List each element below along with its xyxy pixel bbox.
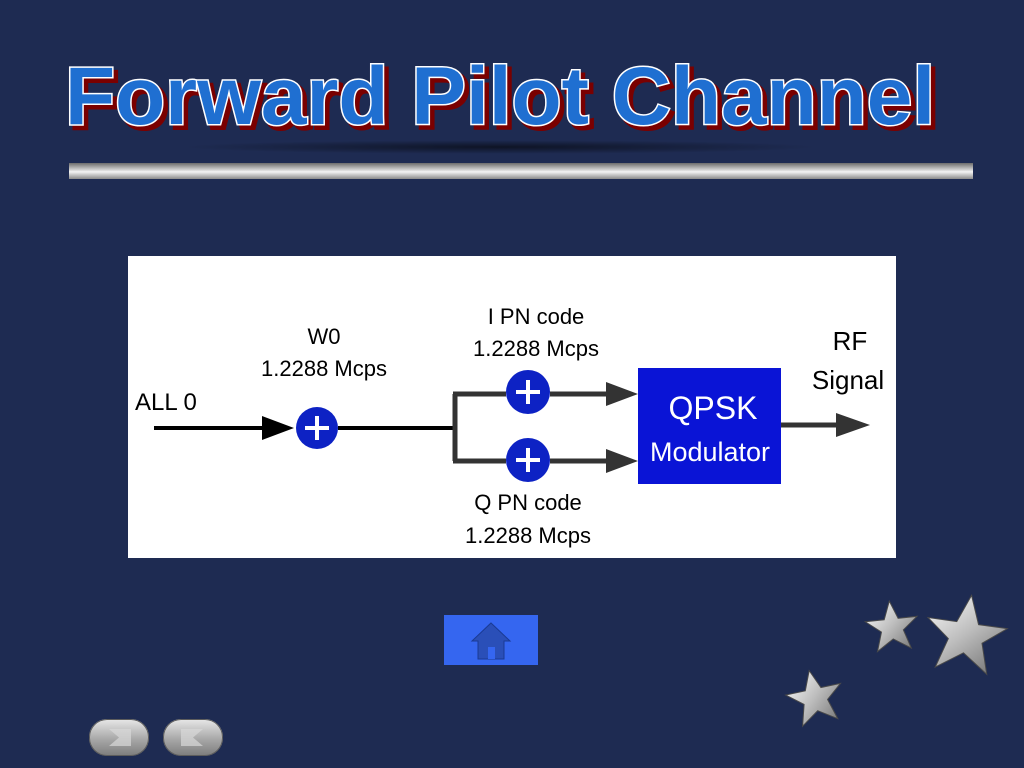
prev-icon [109, 729, 131, 746]
prev-slide-button[interactable] [89, 719, 149, 756]
output-arrowhead [836, 413, 870, 437]
slide-title-shadow: Forward Pilot Channel [69, 55, 939, 146]
qpsk-modulator-box [638, 368, 781, 484]
q-code-label: Q PN code [474, 490, 582, 515]
i-adder-icon [506, 370, 550, 414]
output-line2: Signal [812, 365, 884, 395]
walsh-code-label: W0 [308, 324, 341, 349]
input-arrowhead [262, 416, 294, 440]
q-adder-icon [506, 438, 550, 482]
title-rule-shadow [180, 140, 820, 154]
decorative-stars [770, 585, 1020, 735]
home-button[interactable] [444, 615, 538, 665]
star-icon [926, 594, 1009, 676]
star-icon [784, 669, 842, 728]
next-slide-button[interactable] [163, 719, 223, 756]
title-rule [69, 163, 973, 179]
i-rate-label: 1.2288 Mcps [473, 336, 599, 361]
i-code-label: I PN code [488, 304, 585, 329]
slide-title-text: Forward Pilot Channel [65, 51, 935, 142]
q-arrowhead [606, 449, 638, 473]
next-icon [181, 729, 203, 746]
slide-title: Forward Pilot Channel Forward Pilot Chan… [62, 48, 962, 149]
q-rate-label: 1.2288 Mcps [465, 523, 591, 548]
modulator-line1: QPSK [669, 390, 758, 426]
walsh-adder-icon [296, 407, 338, 449]
pilot-channel-diagram: ALL 0 W0 1.2288 Mcps [128, 256, 896, 558]
i-arrowhead [606, 382, 638, 406]
walsh-rate-label: 1.2288 Mcps [261, 356, 387, 381]
input-label: ALL 0 [135, 389, 197, 416]
output-line1: RF [833, 326, 868, 356]
home-icon [470, 622, 512, 660]
star-icon [863, 599, 919, 653]
modulator-line2: Modulator [650, 437, 770, 467]
